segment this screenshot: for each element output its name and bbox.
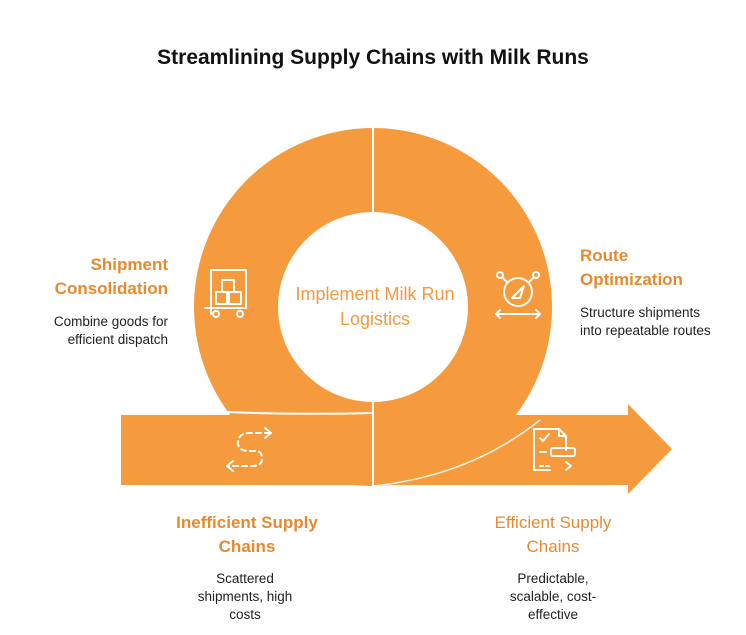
stage-desc-efficient-supply-chains: Predictable, scalable, cost-effective bbox=[509, 571, 597, 622]
stage-desc-inefficient-supply-chains: Scattered shipments, high costs bbox=[197, 571, 293, 622]
checklist-document-icon bbox=[533, 428, 576, 471]
stage-title-route-optimization: Route Optimization bbox=[580, 246, 683, 289]
winding-path-icon bbox=[226, 427, 272, 472]
hand-truck-boxes-icon bbox=[204, 269, 247, 318]
stage-desc-route-optimization: Structure shipments into repeatable rout… bbox=[580, 305, 711, 338]
stage-title-shipment-consolidation: Shipment Consolidation bbox=[54, 255, 168, 298]
page-title: Streamlining Supply Chains with Milk Run… bbox=[157, 46, 589, 69]
center-label: Implement Milk Run Logistics bbox=[295, 284, 455, 329]
stage-desc-shipment-consolidation: Combine goods for efficient dispatch bbox=[53, 314, 168, 347]
stage-title-efficient-supply-chains: Efficient Supply Chains bbox=[494, 513, 612, 556]
stage-title-inefficient-supply-chains: Inefficient Supply Chains bbox=[176, 513, 318, 556]
ring-arrow-seam-right bbox=[372, 419, 541, 487]
progress-arrow bbox=[121, 404, 672, 494]
loop-ring bbox=[194, 128, 552, 486]
ring-arrow-seam bbox=[225, 411, 374, 415]
navigation-compass-icon bbox=[495, 271, 541, 319]
